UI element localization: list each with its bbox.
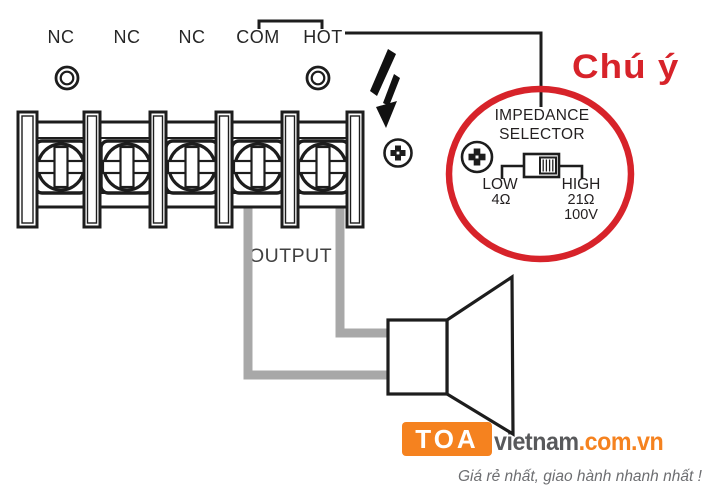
screw-terminal-2 bbox=[99, 139, 155, 195]
divider-post bbox=[280, 110, 300, 229]
screw-head-icon bbox=[383, 138, 413, 168]
toa-logo-text: TOA bbox=[415, 423, 479, 454]
screw-terminals bbox=[33, 139, 351, 195]
com-wire bbox=[243, 206, 391, 380]
impedance-title-line1: IMPEDANCE bbox=[494, 107, 590, 124]
screw-terminal-5 bbox=[295, 139, 351, 195]
output-label: OUTPUT bbox=[249, 245, 333, 267]
impedance-high-value: 21Ω bbox=[567, 192, 595, 208]
terminal-block bbox=[16, 110, 365, 229]
divider-post bbox=[345, 110, 365, 229]
terminal-label-nc-2: NC bbox=[113, 27, 141, 47]
impedance-title-line2: SELECTOR bbox=[499, 126, 585, 143]
divider-post bbox=[214, 110, 234, 229]
divider-post bbox=[82, 110, 102, 229]
site-domain: .com.vn bbox=[578, 428, 664, 456]
mounting-hole-right bbox=[305, 65, 331, 91]
impedance-low-value: 4Ω bbox=[491, 192, 511, 208]
screw-terminal-3 bbox=[164, 139, 220, 195]
screw-terminal-4 bbox=[230, 139, 286, 195]
screw-head-icon-inner bbox=[460, 140, 494, 174]
mounting-hole-left bbox=[54, 65, 80, 91]
site-tagline: Giá rẻ nhất, giao hành nhanh nhất ! bbox=[458, 468, 702, 485]
site-name: vietnam bbox=[494, 428, 579, 456]
terminal-label-nc-1: NC bbox=[47, 27, 75, 47]
divider-post bbox=[148, 110, 168, 229]
terminal-label-hot: HOT bbox=[303, 27, 343, 47]
horn-speaker-icon bbox=[386, 274, 515, 437]
divider-post bbox=[16, 110, 39, 229]
divider-posts bbox=[16, 110, 365, 229]
impedance-high-value2: 100V bbox=[564, 207, 598, 223]
screw-terminal-1 bbox=[33, 139, 89, 195]
attention-label: Chú ý bbox=[572, 48, 680, 86]
toa-logo: TOA bbox=[402, 422, 492, 456]
hot-wire bbox=[335, 206, 391, 338]
terminal-label-nc-3: NC bbox=[178, 27, 206, 47]
hot-lead-line bbox=[345, 31, 543, 107]
site-name-row: vietnam.com.vn bbox=[494, 428, 664, 457]
lightning-bolt-icon bbox=[370, 49, 400, 128]
terminal-label-com: COM bbox=[236, 27, 280, 47]
output-wires bbox=[243, 206, 391, 380]
